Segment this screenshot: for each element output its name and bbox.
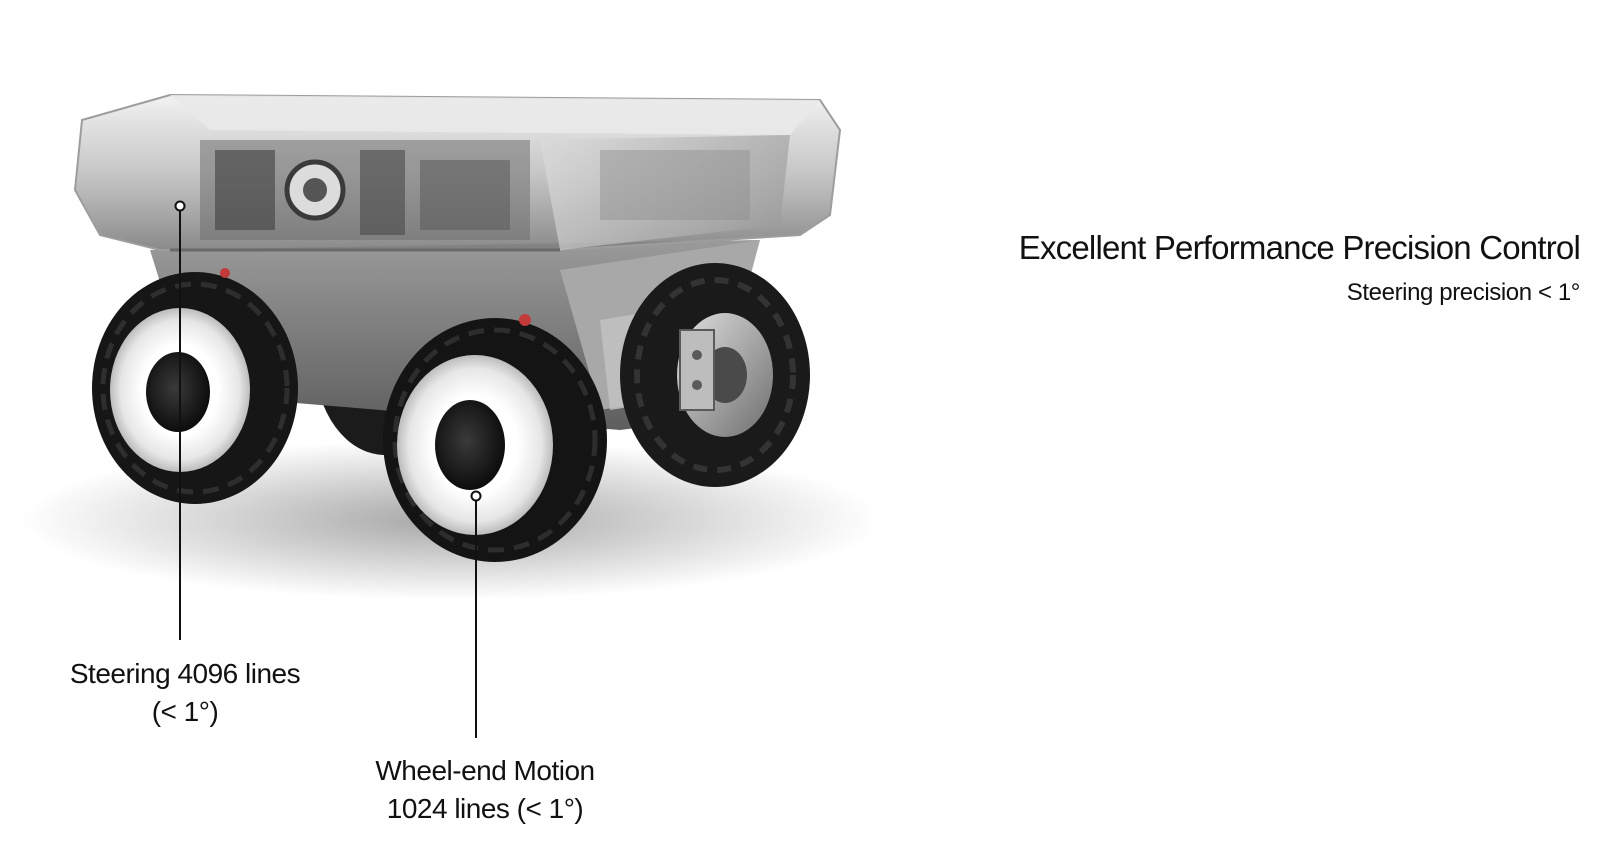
- steering-callout-leader: [174, 200, 186, 640]
- rear-right-wheel: [620, 263, 810, 487]
- transparent-shell: [73, 93, 842, 252]
- feature-title: Excellent Performance Precision Control: [1018, 229, 1581, 266]
- steering-callout-label: Steering 4096 lines (< 1°): [40, 655, 330, 731]
- wheel-end-callout-label: Wheel-end Motion 1024 lines (< 1°): [330, 752, 640, 828]
- wheel-end-callout-line1: Wheel-end Motion: [375, 755, 595, 786]
- front-right-wheel: [383, 314, 607, 562]
- wheel-end-callout-leader: [470, 490, 482, 738]
- feature-subtitle: Steering precision < 1°: [1346, 279, 1581, 306]
- wheel-end-callout-line2: 1024 lines (< 1°): [386, 793, 584, 824]
- steering-callout-line2: (< 1°): [151, 696, 219, 727]
- steering-callout-line1: Steering 4096 lines: [69, 658, 301, 689]
- front-left-wheel: [92, 272, 298, 504]
- feature-heading: Excellent Performance Precision Control …: [1018, 228, 1581, 310]
